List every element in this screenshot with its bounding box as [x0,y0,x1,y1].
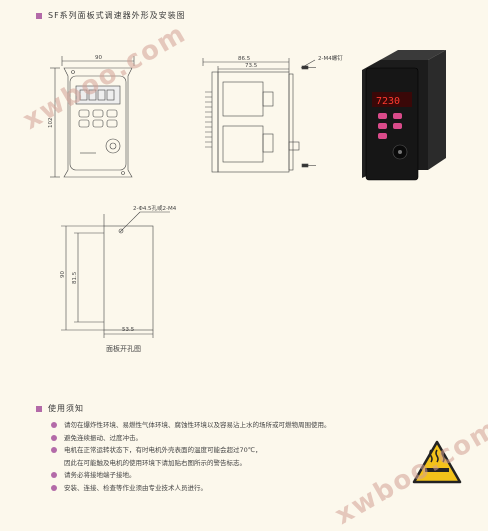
cutout-view [61,211,170,338]
display-digits: 7230 [376,96,400,107]
bullet-square-icon [36,12,42,19]
list-item: 请勿在爆炸性环境、易燃性气体环境、腐蚀性环境以及容易沾上水的场所或可燃物周围使用… [50,419,331,432]
list-item: 请务必将接地端子接地。 [50,469,331,482]
bullet-dot-icon [51,434,57,441]
bullet-dot-icon [51,484,57,491]
list-item: 电机在正常运转状态下，有时电机外壳表面的温度可能会超过70℃，因此在可能触及电机… [50,444,331,469]
notes-list: 请勿在爆炸性环境、易燃性气体环境、腐蚀性环境以及容易沾上水的场所或可燃物周围使用… [50,419,331,494]
hole-label: 2-Φ4.5孔或2-M4 [133,204,177,212]
dim-side-total: 86.5 [238,56,251,62]
dim-front-height: 102 [48,118,54,129]
bullet-dot-icon [51,447,57,453]
controller-photo: 7230 [362,50,446,181]
dim-cut-width: 53.5 [122,327,135,333]
screw-label: 2-M4螺钉 [318,54,343,62]
dim-cut-height-outer: 90 [60,271,66,278]
section-title-outline: SF系列面板式调速器外形及安装图 [36,10,186,21]
dim-side-inner: 73.5 [245,63,258,69]
list-item: 安装、连接、检查等作业须由专业技术人员进行。 [50,482,331,495]
dim-cut-height-inner: 81.5 [72,271,78,284]
cutout-caption: 面板开孔图 [106,345,141,353]
list-item: 避免连续振动、过度冲击。 [50,432,331,445]
bullet-square-icon [36,405,42,412]
side-view [202,58,300,173]
hot-surface-warning-icon [412,440,462,484]
front-view [50,56,135,178]
section-title-notes: 使用须知 [36,403,84,414]
bullet-dot-icon [51,472,57,478]
screw-icon [300,59,316,70]
bullet-dot-icon [51,422,57,428]
dim-front-width: 90 [95,55,102,61]
screw-icon [301,163,316,168]
